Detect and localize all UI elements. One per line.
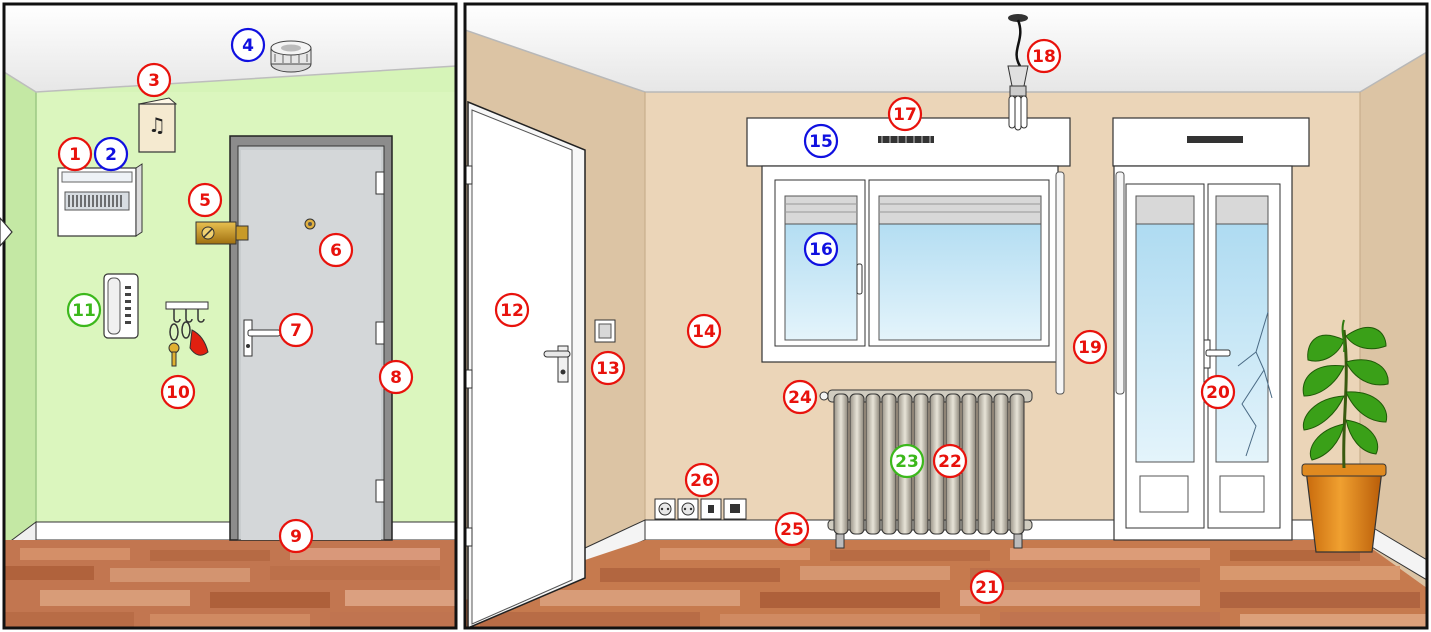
callout-number: 22 — [938, 452, 962, 472]
callout-20: 20 — [1202, 376, 1234, 408]
interior-door — [466, 102, 585, 628]
room-panel — [465, 4, 1427, 628]
callout-number: 6 — [330, 241, 342, 261]
callout-number: 21 — [975, 578, 999, 598]
light-switch — [595, 320, 615, 342]
callout-23: 23 — [891, 445, 923, 477]
callout-13: 13 — [592, 352, 624, 384]
callout-9: 9 — [280, 520, 312, 552]
callout-number: 4 — [242, 36, 254, 56]
callout-number: 26 — [690, 471, 714, 491]
callout-11: 11 — [68, 294, 100, 326]
callout-24: 24 — [784, 381, 816, 413]
french-door — [1114, 166, 1292, 540]
callout-1: 1 — [59, 138, 91, 170]
callout-19: 19 — [1074, 331, 1106, 363]
callout-10: 10 — [162, 376, 194, 408]
callout-26: 26 — [686, 464, 718, 496]
hall-side-wall — [4, 72, 36, 546]
callout-14: 14 — [688, 315, 720, 347]
callout-5: 5 — [189, 184, 221, 216]
callout-number: 14 — [692, 322, 716, 342]
room-ceiling — [465, 4, 1427, 92]
callout-number: 25 — [780, 520, 804, 540]
callout-21: 21 — [971, 571, 1003, 603]
callout-number: 15 — [809, 132, 833, 152]
electrical-panel — [58, 164, 142, 236]
callout-number: 17 — [893, 105, 917, 125]
callout-number: 9 — [290, 527, 302, 547]
callout-number: 23 — [895, 452, 919, 472]
callout-number: 3 — [148, 71, 160, 91]
callout-3: 3 — [138, 64, 170, 96]
callout-number: 12 — [500, 301, 524, 321]
callout-number: 11 — [72, 301, 96, 321]
callout-number: 18 — [1032, 47, 1056, 67]
callout-number: 19 — [1078, 338, 1102, 358]
power-outlets — [655, 499, 746, 519]
callout-16: 16 — [805, 233, 837, 265]
hall-floor — [4, 540, 456, 630]
intercom — [104, 274, 138, 338]
door-chime: ♫ — [139, 98, 176, 152]
french-door-shutter-box — [1113, 118, 1309, 166]
callout-4: 4 — [232, 29, 264, 61]
callout-15: 15 — [805, 125, 837, 157]
room-floor — [465, 540, 1427, 628]
callout-17: 17 — [889, 98, 921, 130]
callout-22: 22 — [934, 445, 966, 477]
callout-8: 8 — [380, 361, 412, 393]
callout-number: 2 — [105, 145, 117, 165]
callout-number: 8 — [390, 368, 402, 388]
callout-number: 7 — [290, 321, 302, 341]
callout-number: 1 — [69, 145, 81, 165]
callout-number: 24 — [788, 388, 812, 408]
callout-18: 18 — [1028, 40, 1060, 72]
callout-number: 20 — [1206, 383, 1230, 403]
callout-2: 2 — [95, 138, 127, 170]
window — [762, 166, 1064, 394]
smoke-detector — [271, 41, 311, 72]
callout-12: 12 — [496, 294, 528, 326]
callout-6: 6 — [320, 234, 352, 266]
svg-text:♫: ♫ — [148, 113, 166, 137]
callout-25: 25 — [776, 513, 808, 545]
radiator — [820, 390, 1032, 548]
callout-number: 10 — [166, 383, 190, 403]
callout-7: 7 — [280, 314, 312, 346]
callout-number: 5 — [199, 191, 211, 211]
callout-number: 16 — [809, 240, 833, 260]
callout-number: 13 — [596, 359, 620, 379]
